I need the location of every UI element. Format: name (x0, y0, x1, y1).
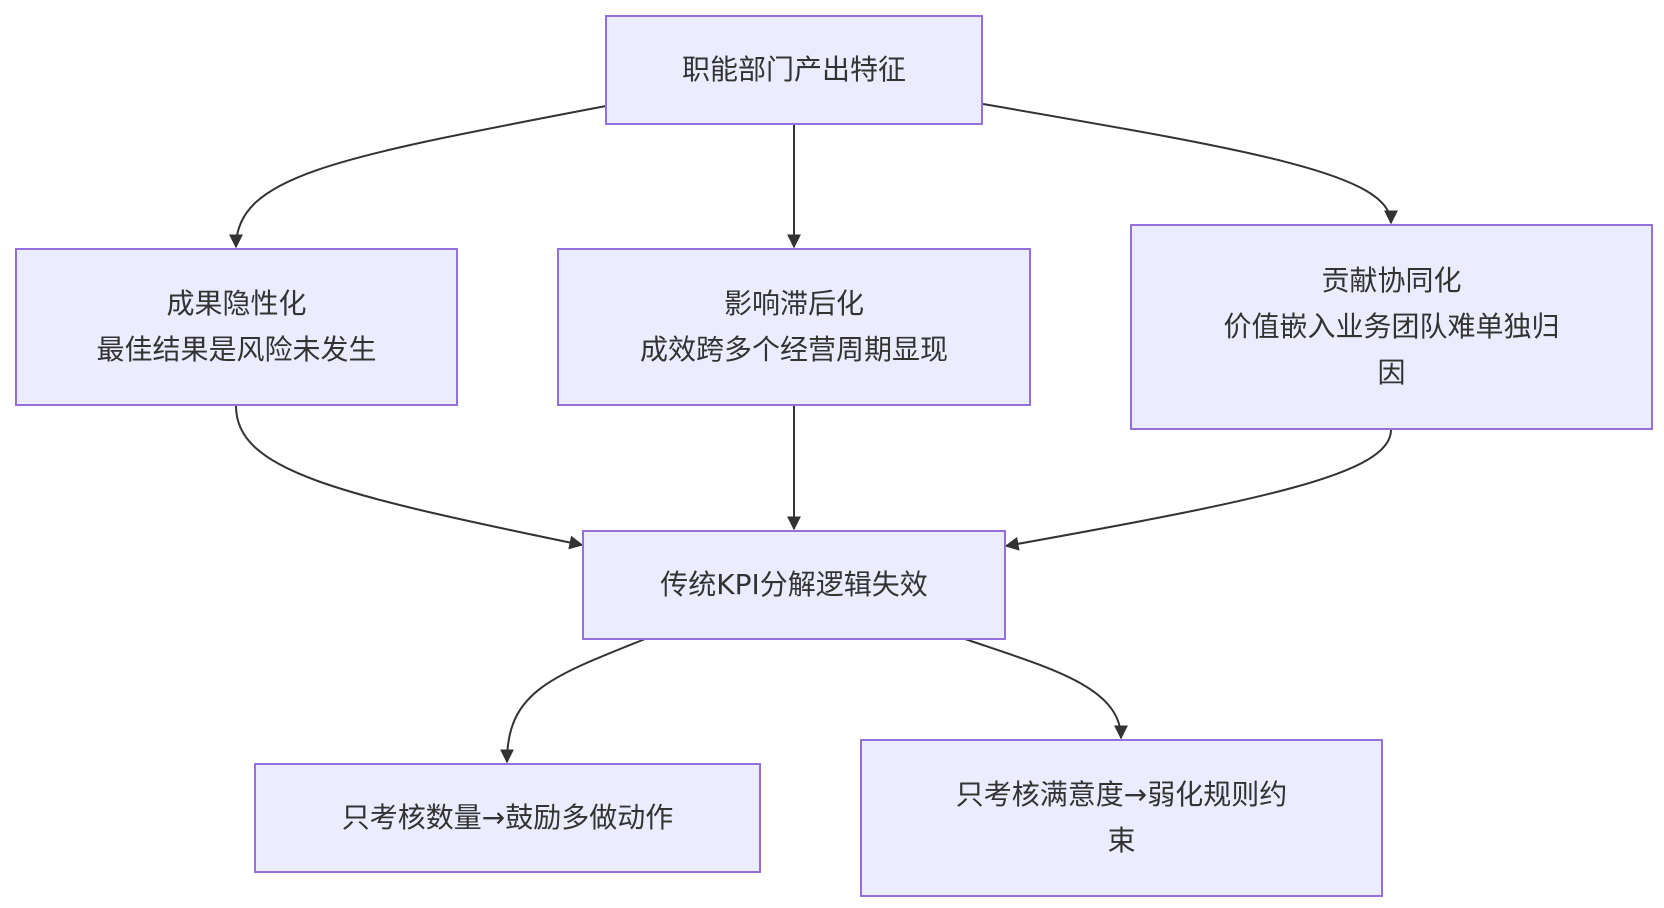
node-label-line: 贡献协同化 (1321, 264, 1462, 297)
node-label-line: 只考核数量→鼓励多做动作 (341, 801, 674, 834)
edge-synergy-to-kpi (1004, 429, 1392, 551)
edge-top-to-synergy (982, 103, 1398, 225)
node-assess-satisfaction: 只考核满意度→弱化规则约 束 (860, 739, 1383, 897)
node-label-line: 传统KPI分解逻辑失效 (660, 568, 928, 601)
node-label-line: 成果隐性化 (166, 287, 307, 320)
edge-top-to-hidden (229, 105, 607, 249)
edge-hidden-to-kpi (235, 405, 584, 550)
node-functional-output-features: 职能部门产出特征 (605, 15, 983, 125)
node-label-line: 只考核满意度→弱化规则约 (955, 778, 1288, 811)
node-label-line: 职能部门产出特征 (681, 53, 906, 86)
node-label-line: 最佳结果是风险未发生 (96, 333, 377, 366)
node-kpi-logic-failure: 传统KPI分解逻辑失效 (582, 530, 1006, 640)
node-label-line: 因 (1377, 356, 1406, 389)
edge-kpi-to-satisfaction (964, 638, 1128, 740)
node-impact-lag: 影响滞后化 成效跨多个经营周期显现 (557, 248, 1031, 406)
node-label-line: 束 (1107, 824, 1136, 857)
node-label-line: 影响滞后化 (723, 287, 864, 320)
node-label-line: 成效跨多个经营周期显现 (639, 333, 948, 366)
node-contribution-synergy: 贡献协同化 价值嵌入业务团队难单独归 因 (1130, 224, 1653, 430)
edge-kpi-to-quantity (500, 638, 646, 764)
node-result-hidden: 成果隐性化 最佳结果是风险未发生 (15, 248, 458, 406)
node-assess-quantity: 只考核数量→鼓励多做动作 (254, 763, 761, 873)
node-label-line: 价值嵌入业务团队难单独归 (1223, 310, 1560, 343)
